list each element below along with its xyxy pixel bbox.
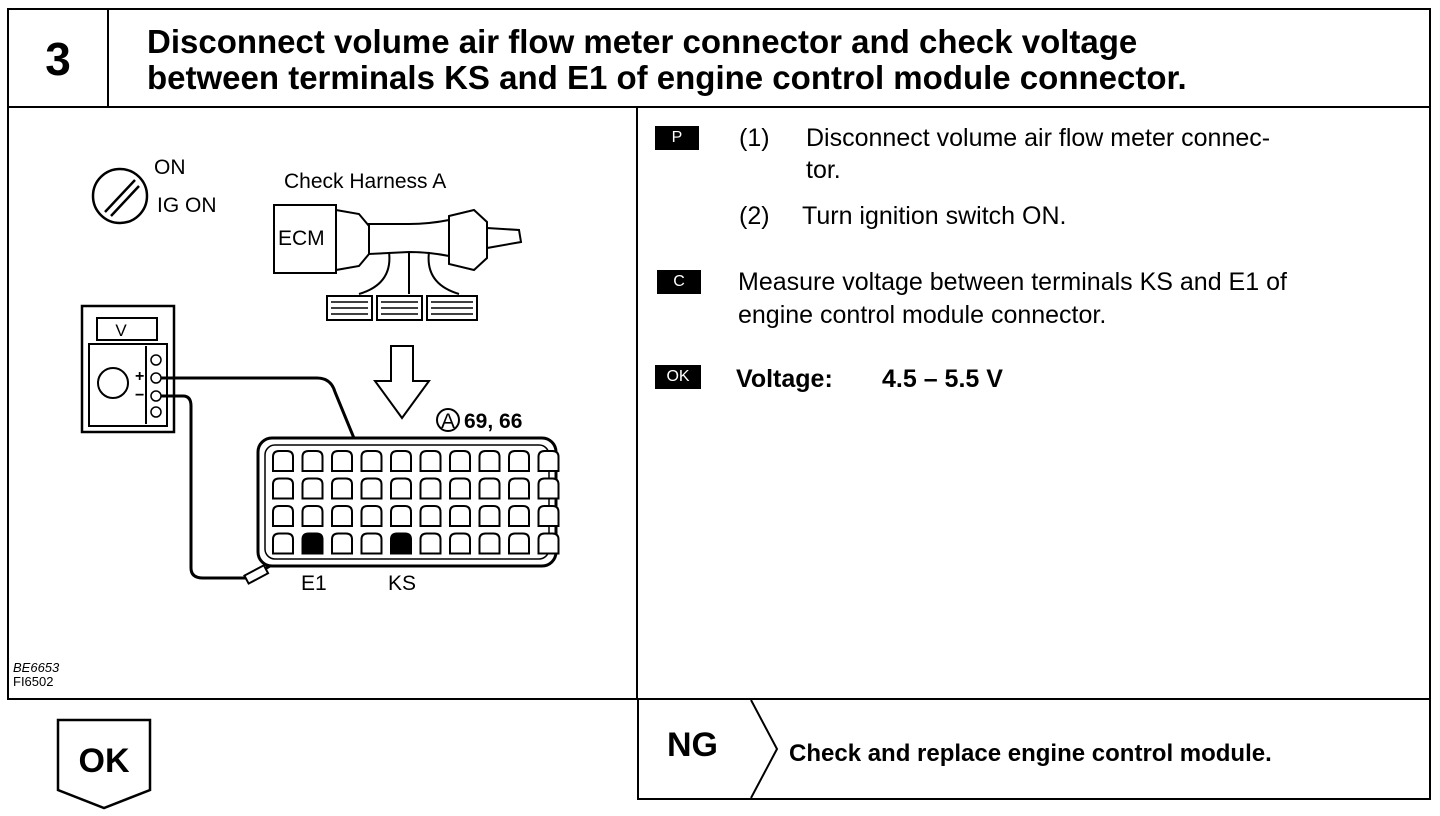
voltmeter-icon <box>80 304 176 434</box>
connector-pin <box>331 505 353 527</box>
connector-a-circle-icon <box>436 408 460 432</box>
connector-pin <box>331 450 353 472</box>
spec-value: 4.5 – 5.5 V <box>882 365 1003 393</box>
connector-pin <box>419 505 442 527</box>
check-line1: Measure voltage between terminals KS and… <box>738 268 1287 296</box>
negative-test-lead <box>161 394 306 580</box>
connector-pin <box>537 505 560 527</box>
ng-chevron-icon <box>750 700 779 798</box>
ok-result-label: OK <box>78 742 130 780</box>
step-header: 3 Disconnect volume air flow meter conne… <box>7 8 1431 108</box>
connector-pin <box>331 532 353 555</box>
positive-test-lead <box>161 376 397 539</box>
connector-pin <box>272 532 294 555</box>
wiring-diagram: ON IG ON Check Harness A ECM <box>13 156 560 689</box>
connector-pin <box>478 450 501 472</box>
connector-circle-letter: A <box>441 410 455 433</box>
connector-pin <box>360 477 383 500</box>
meter-plus-label: + <box>135 368 144 385</box>
connector-pin <box>508 532 530 555</box>
connector-pin <box>272 477 294 500</box>
connector-pin <box>419 450 442 472</box>
step2-text: Turn ignition switch ON. <box>802 202 1067 230</box>
down-arrow-icon <box>373 345 431 420</box>
connector-pin <box>390 477 412 500</box>
connector-pin <box>478 532 501 555</box>
step1-line2: tor. <box>806 156 841 184</box>
step2-number: (2) <box>739 202 770 230</box>
connector-pin <box>331 477 353 500</box>
connector-number-label: 69, 66 <box>464 410 522 433</box>
ng-result-row: NG Check and replace engine control modu… <box>637 700 1431 800</box>
terminal-e1-label: E1 <box>301 572 327 595</box>
check-line2: engine control module connector. <box>738 301 1107 329</box>
connector-pin <box>537 477 560 500</box>
ng-action-text: Check and replace engine control module. <box>789 740 1272 767</box>
connector-pin <box>449 505 471 527</box>
step-title: Disconnect volume air flow meter connect… <box>147 24 1187 96</box>
connector-pin <box>360 450 383 472</box>
spec-label: Voltage: <box>736 365 833 393</box>
connector-pin <box>508 450 530 472</box>
connector-pin <box>449 477 471 500</box>
pin-ks <box>390 532 412 555</box>
step-number: 3 <box>45 33 71 85</box>
step1-line1: Disconnect volume air flow meter connec- <box>806 124 1271 152</box>
step-title-line1: Disconnect volume air flow meter connect… <box>147 23 1138 60</box>
connector-pin <box>390 505 412 527</box>
switch-ig-on-label: IG ON <box>157 194 217 217</box>
connector-pin <box>419 532 442 555</box>
ignition-switch-icon <box>91 167 149 225</box>
main-panel: ON IG ON Check Harness A ECM <box>7 106 1431 700</box>
connector-pin <box>272 450 294 472</box>
figure-code-1: BE6653 <box>13 660 60 675</box>
connector-pin <box>478 477 501 500</box>
connector-pin <box>360 532 383 555</box>
connector-pin <box>537 450 560 472</box>
step1-number: (1) <box>739 124 770 152</box>
step-number-cell: 3 <box>9 10 109 106</box>
connector-pin <box>537 532 560 555</box>
connector-pin <box>301 505 324 527</box>
step-title-line2: between terminals KS and E1 of engine co… <box>147 59 1187 96</box>
connector-pins <box>272 450 560 555</box>
figure-code-2: FI6502 <box>13 674 53 689</box>
connector-pin <box>508 477 530 500</box>
connector-pin <box>301 477 324 500</box>
connector-pin <box>301 450 324 472</box>
ng-label: NG <box>667 726 718 764</box>
connector-pin <box>449 450 471 472</box>
check-harness-icon <box>273 204 523 321</box>
badge-ok: OK <box>655 365 701 389</box>
meter-minus-label: − <box>135 387 144 404</box>
meter-v-label: V <box>115 321 127 340</box>
connector-pin <box>360 505 383 527</box>
harness-label: Check Harness A <box>284 170 446 193</box>
panel-divider <box>636 106 638 700</box>
ecm-label: ECM <box>278 227 325 250</box>
connector-pin <box>508 505 530 527</box>
connector-pin <box>478 505 501 527</box>
ok-result-tab <box>56 718 152 810</box>
switch-on-label: ON <box>154 156 186 179</box>
connector-pin <box>390 450 412 472</box>
terminal-ks-label: KS <box>388 572 416 595</box>
connector-pin <box>272 505 294 527</box>
connector-pin <box>419 477 442 500</box>
pin-e1 <box>301 532 324 555</box>
connector-pin <box>449 532 471 555</box>
badge-p: P <box>655 126 699 150</box>
badge-c: C <box>657 270 701 294</box>
